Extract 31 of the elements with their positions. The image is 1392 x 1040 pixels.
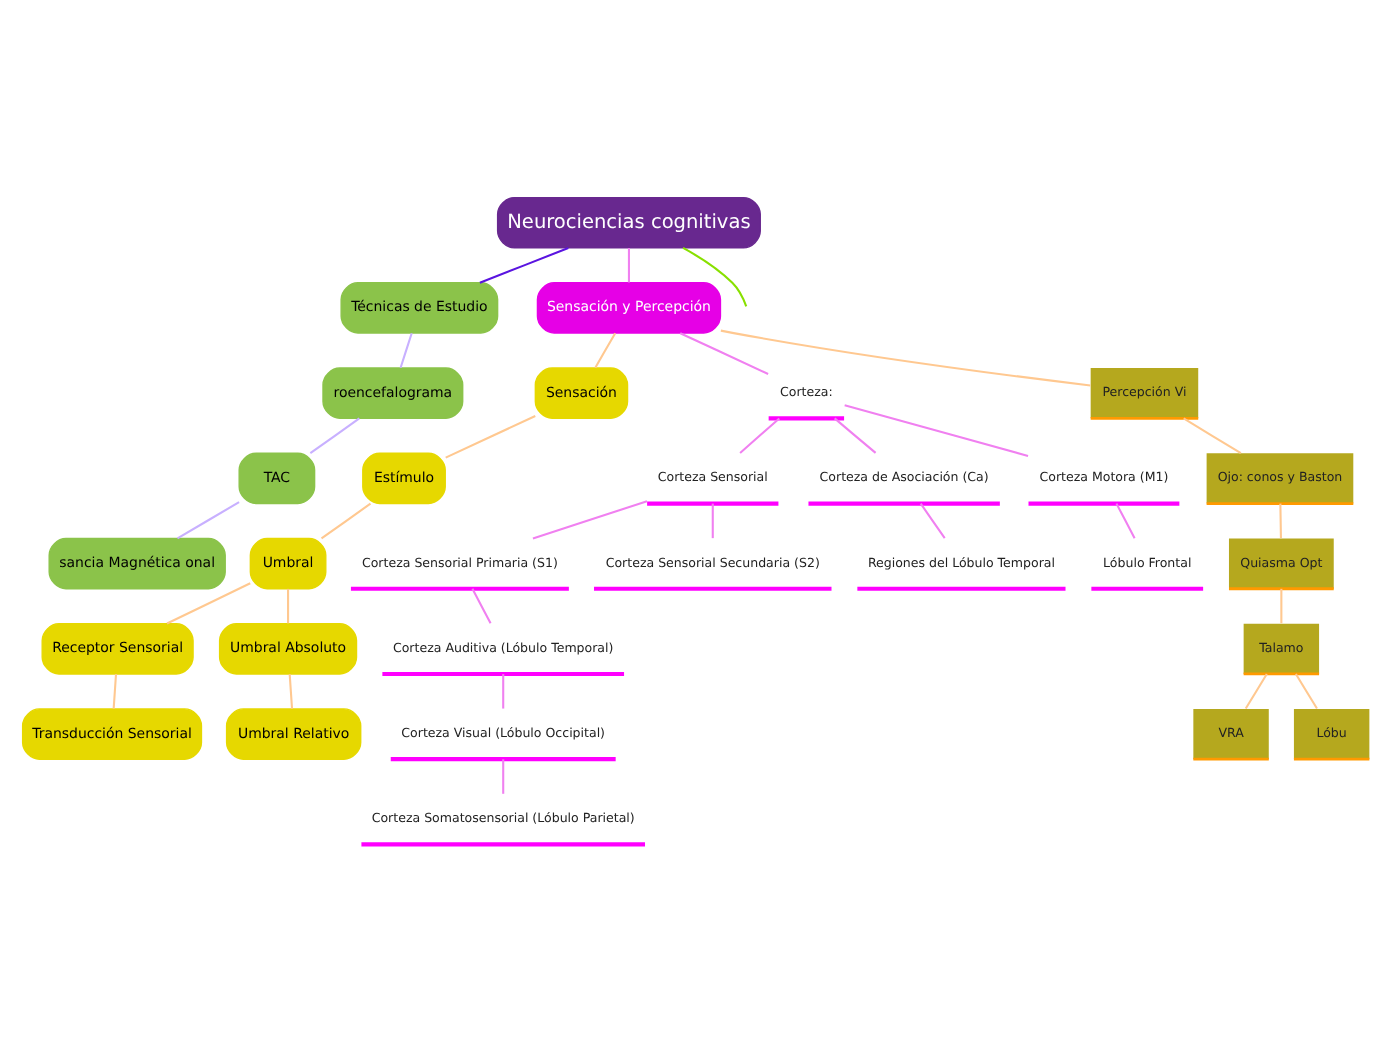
- connector: [1244, 672, 1268, 709]
- connector: [1115, 502, 1136, 538]
- connector: [1183, 416, 1242, 454]
- connector: [502, 758, 505, 793]
- connector: [176, 500, 240, 539]
- connector: [479, 246, 569, 283]
- connector: [679, 331, 769, 374]
- connector: [844, 403, 1029, 456]
- connector: [471, 587, 492, 623]
- connector: [1295, 672, 1318, 709]
- connector: [112, 673, 118, 708]
- connector: [288, 673, 294, 708]
- connector: [320, 501, 372, 539]
- connector: [682, 246, 748, 306]
- connector: [1280, 587, 1283, 623]
- connector: [833, 416, 877, 453]
- connector: [502, 673, 505, 708]
- connector: [594, 331, 617, 368]
- connector: [287, 587, 290, 623]
- node-box: Neurociencias cognitivas: [496, 195, 761, 248]
- connector: [711, 502, 714, 538]
- connector: [445, 414, 536, 458]
- connector: [1279, 502, 1282, 538]
- connector: [309, 416, 360, 454]
- connector: [720, 328, 1091, 386]
- connector: [399, 331, 413, 368]
- connector: [166, 581, 251, 624]
- connector: [532, 499, 648, 539]
- connector: [739, 416, 780, 453]
- connector: [627, 247, 630, 282]
- connector: [919, 502, 946, 538]
